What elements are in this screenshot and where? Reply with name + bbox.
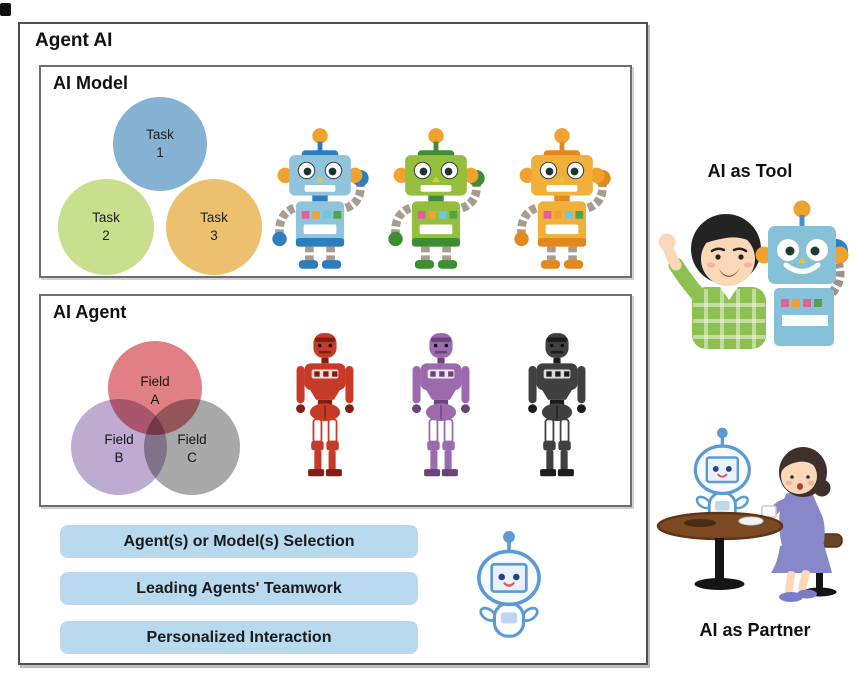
field-c-circle	[144, 399, 240, 495]
humanoid-robot-black-icon	[525, 326, 589, 486]
humanoid-robot-purple-icon	[409, 326, 473, 486]
fields-venn-diagram	[41, 296, 630, 505]
humanoid-robot-red-icon	[293, 326, 357, 486]
task-3-word: Task	[200, 210, 228, 226]
task-1-word: Task	[146, 127, 174, 143]
ai-as-tool-label: AI as Tool	[707, 161, 793, 181]
corner-artifact	[0, 3, 11, 16]
task-1-num: 1	[156, 145, 164, 160]
banner-personalized-interaction: Personalized Interaction	[60, 621, 418, 654]
toy-robot-orange-icon	[509, 125, 615, 270]
boy-with-robot-illustration	[658, 200, 849, 349]
ai-agent-box: AI Agent Field A Field B Field C	[39, 294, 632, 507]
task-2-num: 2	[102, 228, 110, 243]
ai-agent-title: AI Agent	[53, 302, 127, 322]
woman-robot-table-illustration	[656, 420, 843, 602]
toy-robot-blue-icon	[267, 125, 373, 270]
banner-agent-model-selection: Agent(s) or Model(s) Selection	[60, 525, 418, 558]
toy-robot-green-icon	[383, 125, 489, 270]
field-b-label: Field B	[104, 432, 134, 465]
ai-model-box: AI Model Task 1 Task 2 Task 3	[39, 65, 632, 278]
banner-leading-agents-teamwork: Leading Agents' Teamwork	[60, 572, 418, 605]
field-a-label: Field A	[140, 374, 170, 407]
agent-ai-title: Agent AI	[35, 30, 113, 51]
ai-model-title: AI Model	[53, 73, 128, 93]
field-c-label: Field C	[177, 432, 207, 465]
task-1-circle: Task 1	[113, 97, 207, 191]
task-2-word: Task	[92, 210, 120, 226]
task-3-circle: Task 3	[166, 179, 262, 275]
task-3-num: 3	[210, 228, 218, 243]
ai-as-partner-label: AI as Partner	[699, 620, 811, 640]
agent-ai-box: Agent AI AI Model Task 1 Task 2 Task 3 A…	[18, 22, 648, 665]
task-2-circle: Task 2	[58, 179, 154, 275]
mascot-robot-icon	[468, 525, 550, 649]
